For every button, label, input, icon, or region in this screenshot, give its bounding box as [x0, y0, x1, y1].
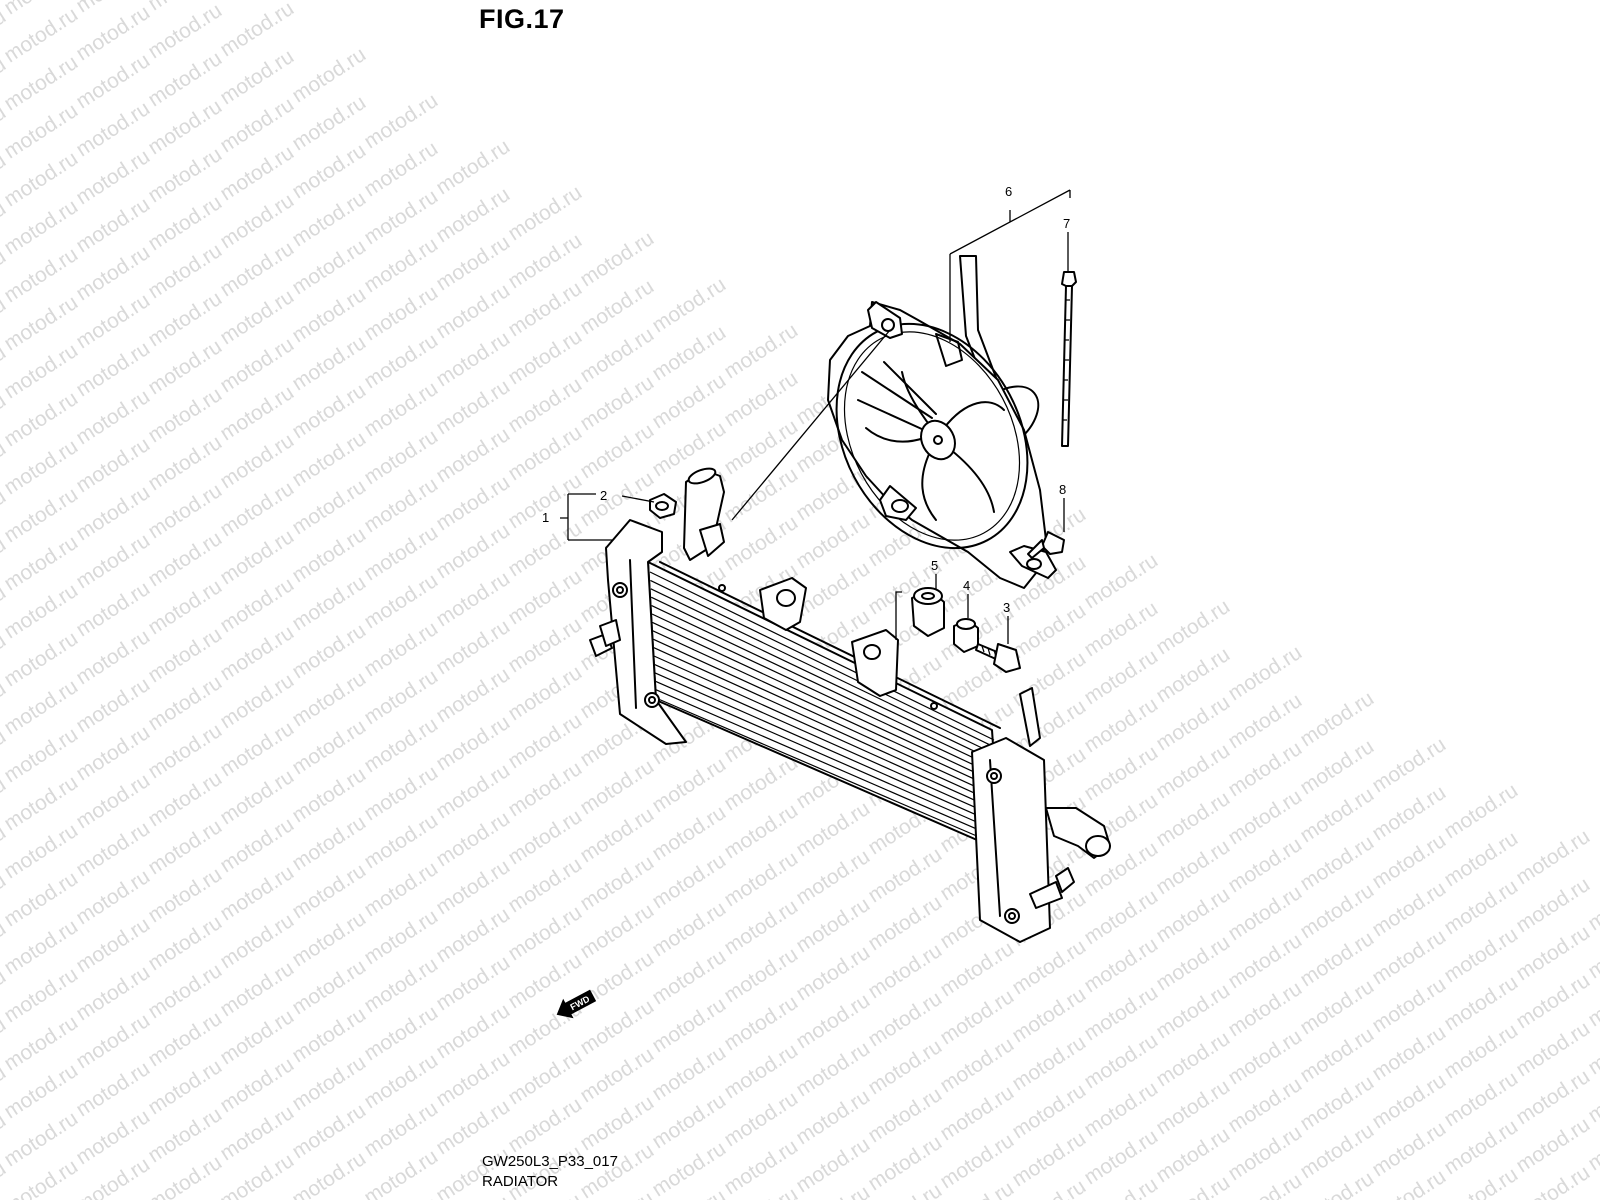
drawing-name: RADIATOR: [482, 1173, 559, 1190]
radiator-fin: [650, 588, 996, 755]
radiator-fin: [651, 613, 997, 776]
radiator-fin: [649, 571, 995, 741]
callout-8: 8: [1059, 482, 1066, 497]
radiator-fin: [654, 663, 999, 819]
callout-5: 5: [931, 558, 938, 573]
drawing-code: GW250L3_P33_017: [482, 1153, 618, 1170]
callout-2: 2: [600, 488, 607, 503]
callout-4: 4: [963, 578, 970, 593]
radiator: [589, 467, 1111, 943]
radiator-fin: [652, 621, 997, 783]
radiator-fin: [655, 697, 1001, 847]
radiator-fin: [650, 579, 995, 748]
cooling-fan-assembly: [827, 255, 1057, 589]
callout-6: 6: [1005, 184, 1012, 199]
radiator-fin: [652, 630, 998, 791]
radiator-fin: [651, 605, 996, 769]
figure-title: FIG.17: [479, 4, 565, 34]
radiator-fin: [654, 680, 1000, 833]
cap-grommet: [649, 493, 677, 519]
mounting-hardware: [911, 587, 1021, 673]
cable-tie: [1061, 271, 1077, 447]
radiator-fin: [654, 672, 1000, 826]
leader-lines: [560, 189, 1071, 644]
bolt-8: [1027, 531, 1065, 559]
callout-7: 7: [1063, 216, 1070, 231]
callout-1: 1: [542, 510, 549, 525]
radiator-fin: [655, 689, 1000, 840]
radiator-fin: [652, 638, 998, 798]
radiator-fin: [653, 655, 999, 812]
fwd-arrow-icon: FWD: [556, 989, 597, 1019]
radiator-fin: [653, 647, 998, 805]
callout-numbers: 1 2 3 4 5 6 7 8: [542, 184, 1070, 615]
callout-3: 3: [1003, 600, 1010, 615]
radiator-fin: [650, 596, 996, 762]
